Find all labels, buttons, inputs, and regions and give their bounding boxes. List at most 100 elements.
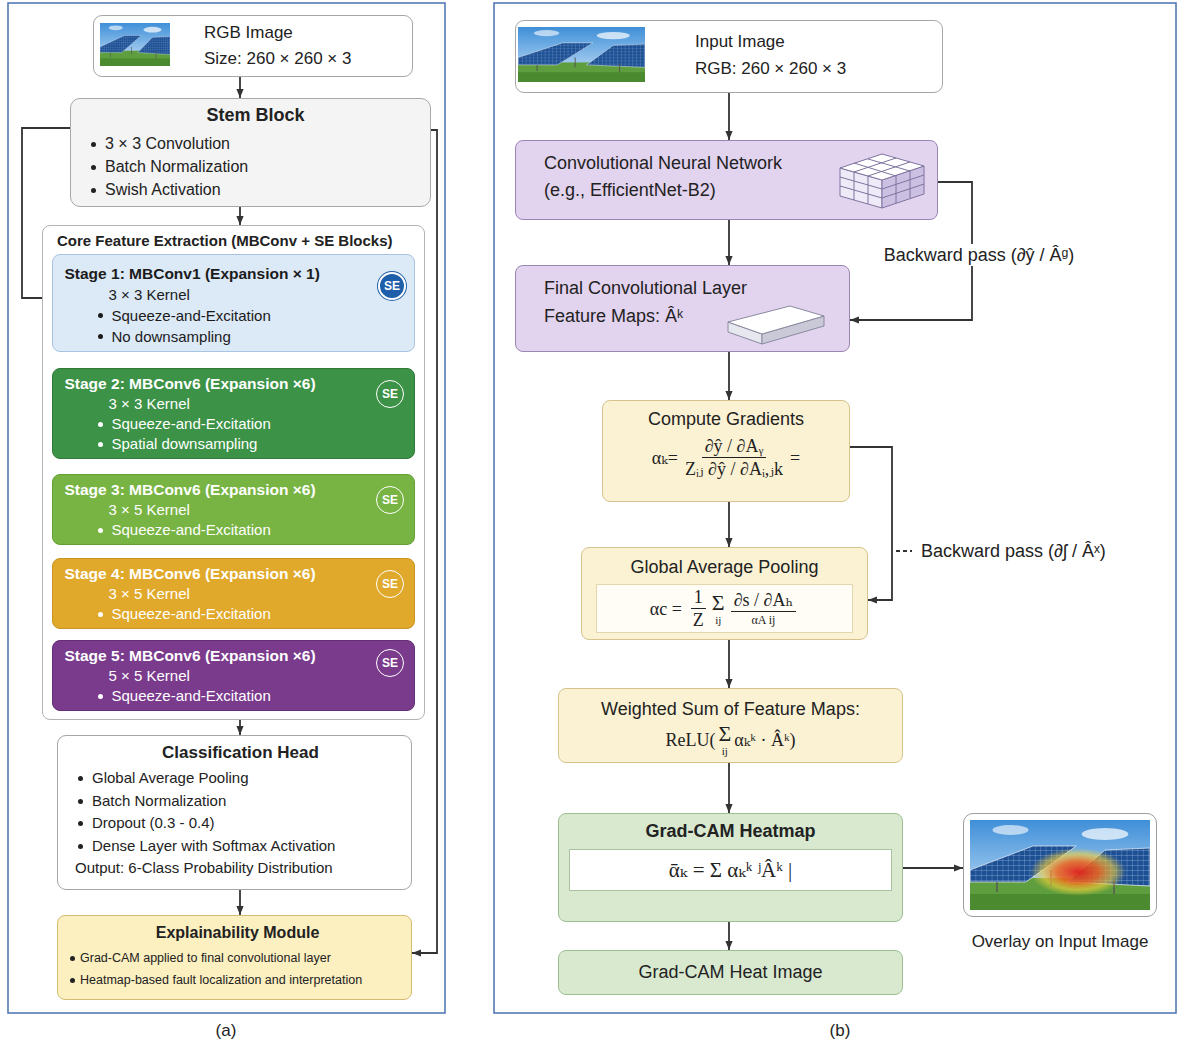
heatmap-blob (1030, 848, 1126, 896)
se-badge: SE (378, 272, 406, 300)
node-text: αₖᵏ · Âᵏ) (734, 729, 795, 751)
node-text: Weighted Sum of Feature Maps: (567, 697, 894, 721)
container-box: Core Feature Extraction (MBConv + SE Blo… (42, 225, 425, 720)
node-text: Grad-CAM Heat Image (567, 960, 894, 984)
node-text: Squeeze-and-Excitation (98, 305, 374, 326)
connector-arrow (728, 220, 730, 265)
dashed-tick (896, 550, 912, 552)
stage-box: Stage 1: MBConv1 (Expansion × 1)3 × 3 Ke… (52, 254, 415, 352)
solar-thumbnail (100, 23, 170, 66)
formula-row: αc =1ZΣij∂s / ∂AₕαA ij (596, 584, 853, 633)
panel-frame (8, 3, 445, 1013)
connector-arrow (239, 207, 241, 225)
node-text: Zᵢⱼ ∂ŷ / ∂Aᵢ,ⱼk (685, 458, 783, 480)
panel-label: (b) (830, 1021, 851, 1041)
node-text: Output: 6-Class Probability Distribution (75, 857, 403, 880)
overlay-photo (970, 820, 1150, 910)
formula-frac: ∂s / ∂AₕαA ij (731, 589, 797, 628)
edge-label: Backward pass (∂ŷ / Âᶢ) (881, 244, 1078, 266)
stage-box: Stage 3: MBConv6 (Expansion ×6)3 × 5 Ker… (52, 474, 415, 545)
module-box: Explainability ModuleGrad-CAM applied to… (57, 915, 412, 1000)
formula-box: Compute Gradients αₖ= ∂ŷ / ∂AᵧZᵢⱼ ∂ŷ / ∂Aᵢ… (602, 400, 850, 502)
formula-row: ReLU(Σijαₖᵏ · Âᵏ) (567, 723, 894, 757)
node-text: Stage 1: MBConv1 (Expansion × 1) (65, 263, 374, 284)
solar-photo (518, 27, 645, 82)
node-text: No downsampling (98, 326, 374, 347)
node-text: Explainability Module (70, 921, 405, 945)
node-text: 3 × 5 Kernel (109, 500, 374, 520)
node-text: SE (384, 280, 400, 292)
process-box: Classification HeadGlobal Average Poolin… (57, 735, 412, 890)
node-text: Overlay on Input Image (972, 932, 1149, 952)
node-text: Heatmap-based fault localization and int… (70, 969, 405, 991)
connector-arrow (728, 640, 730, 688)
node-text: Squeeze-and-Excitation (98, 414, 374, 434)
node-text: ∂ŷ / ∂Aᵧ (702, 435, 767, 458)
node-text: ᾱₖ = Σ αₖᵏ ʲÂᵏ | (569, 849, 892, 891)
node-text: Global Average Pooling (78, 767, 403, 790)
node-text: Grad-CAM applied to final convolutional … (70, 947, 405, 969)
connector-arrow (728, 922, 730, 950)
node-text: Squeeze-and-Excitation (98, 604, 374, 624)
connector-arrow (728, 93, 730, 140)
connector-arrow (239, 720, 241, 735)
node-text: Global Average Pooling (590, 555, 859, 579)
feature-map-slab (728, 306, 824, 344)
node-text: Classification Head (78, 741, 403, 765)
node-text: Σ (718, 723, 731, 745)
formula-frac: ∂ŷ / ∂AᵧZᵢⱼ ∂ŷ / ∂Aᵢ,ⱼk (685, 435, 783, 480)
node-text: 3 × 3 Convolution (91, 132, 420, 155)
node-text: Core Feature Extraction (MBConv + SE Blo… (57, 231, 416, 251)
node-text: Dropout (0.3 - 0.4) (78, 812, 403, 835)
connector-arrow (239, 890, 241, 915)
node-text: Stem Block (91, 103, 420, 127)
input-box: RGB ImageSize: 260 × 260 × 3 (93, 15, 413, 77)
node-text: Input Image (695, 28, 934, 55)
node-text: Compute Gradients (609, 407, 843, 431)
connector-arrow (728, 352, 730, 400)
connector-arrow (239, 77, 241, 98)
node-text: Squeeze-and-Excitation (98, 520, 374, 540)
node-text: Dense Layer with Softmax Activation (78, 835, 403, 858)
output-box: Grad-CAM Heat Image (558, 950, 903, 995)
node-text: 3 × 5 Kernel (109, 584, 374, 604)
node-text: ReLU( (665, 729, 715, 751)
formula-sum: Σij (718, 723, 731, 757)
se-badge: SE (376, 380, 404, 408)
node-text: Batch Normalization (78, 790, 403, 813)
node-text: SE (382, 388, 398, 400)
panel-label: (a) (216, 1021, 237, 1041)
output-box: Grad-CAM Heatmap ᾱₖ = Σ αₖᵏ ʲÂᵏ | (558, 813, 903, 922)
node-text: RGB Image (204, 20, 404, 46)
stage-box: Stage 2: MBConv6 (Expansion ×6)3 × 3 Ker… (52, 368, 415, 459)
node-text: Size: 260 × 260 × 3 (204, 46, 404, 72)
node-text: αₖ= (652, 447, 678, 469)
connector-arrow (728, 763, 730, 813)
input-box: Input ImageRGB: 260 × 260 × 3 (515, 20, 943, 93)
node-text: RGB: 260 × 260 × 3 (695, 55, 934, 82)
node-text: αA ij (751, 612, 775, 628)
node-text: ij (715, 614, 721, 626)
node-text: 1 (691, 586, 706, 609)
node-text: ij (722, 745, 728, 757)
process-box: Stem Block 3 × 3 ConvolutionBatch Normali… (70, 98, 431, 207)
panel-frame (494, 3, 1176, 1013)
se-badge: SE (376, 486, 404, 514)
node-text: Batch Normalization (91, 155, 420, 178)
node-text: ∂s / ∂Aₕ (731, 589, 797, 612)
formula-box: Weighted Sum of Feature Maps: ReLU(Σijαₖᵏ… (558, 688, 903, 763)
node-text: Stage 2: MBConv6 (Expansion ×6) (65, 374, 374, 394)
node-text: αc = (650, 598, 682, 620)
edge-label: Backward pass (∂ʃ / Âˣ) (918, 540, 1109, 562)
se-badge: SE (376, 570, 404, 598)
image-box: Overlay on Input Image (963, 813, 1157, 917)
node-text: Squeeze-and-Excitation (98, 686, 374, 706)
node-text: 3 × 3 Kernel (109, 394, 374, 414)
process-box: Convolutional Neural Network (e.g., Effi… (515, 140, 938, 220)
node-text: Grad-CAM Heatmap (567, 819, 894, 843)
connector-arrow (903, 867, 963, 869)
node-text: SE (382, 578, 398, 590)
node-text: Swish Activation (91, 178, 420, 201)
node-text: SE (382, 657, 398, 669)
